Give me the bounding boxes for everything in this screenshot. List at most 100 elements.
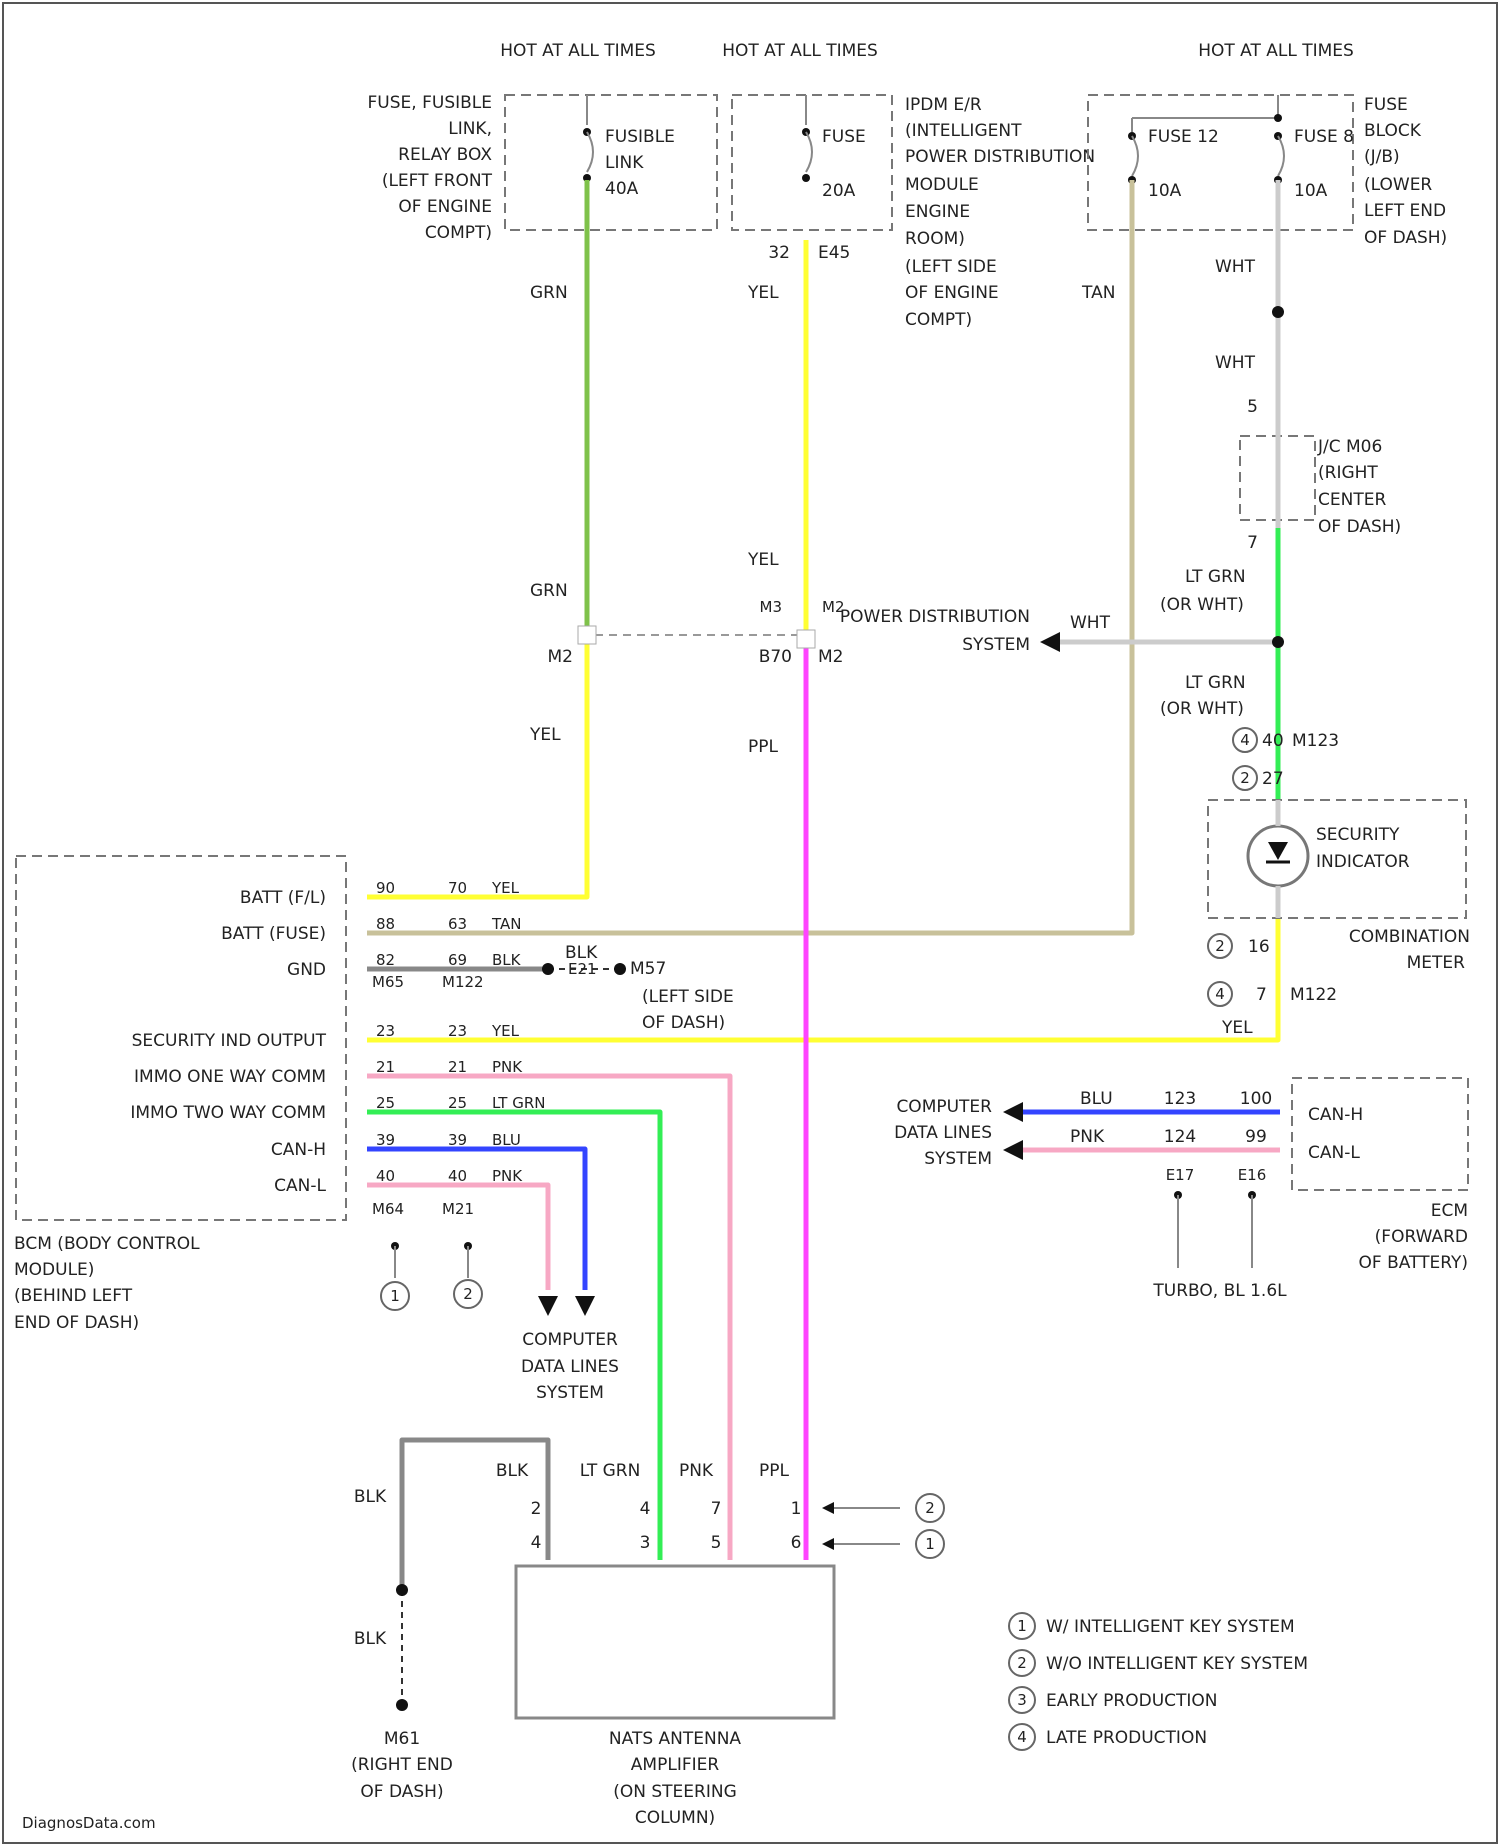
bcm-pin-b: 69	[448, 951, 467, 969]
svg-text:(BEHIND LEFT: (BEHIND LEFT	[14, 1286, 133, 1306]
legend-number: 4	[1017, 1728, 1027, 1746]
svg-text:FUSE 8: FUSE 8	[1294, 127, 1354, 147]
svg-text:(LEFT FRONT: (LEFT FRONT	[382, 171, 493, 191]
svg-text:ECM: ECM	[1431, 1201, 1468, 1221]
svg-text:TURBO, BL 1.6L: TURBO, BL 1.6L	[1152, 1281, 1287, 1301]
bcm-pin-a: 21	[376, 1058, 395, 1076]
svg-text:WHT: WHT	[1070, 613, 1111, 633]
svg-text:1: 1	[791, 1499, 802, 1519]
fuse-block-label: FUSE BLOCK (J/B) (LOWER LEFT END OF DASH…	[1364, 95, 1447, 248]
bcm-pin-a: 88	[376, 915, 395, 933]
svg-text:10A: 10A	[1148, 181, 1182, 201]
bcm-pin-b: 63	[448, 915, 467, 933]
legend-text: W/ INTELLIGENT KEY SYSTEM	[1046, 1617, 1295, 1637]
svg-text:COMBINATION: COMBINATION	[1349, 927, 1470, 947]
svg-text:BLK: BLK	[354, 1629, 387, 1649]
arrow-canh-ecm	[1003, 1102, 1023, 1122]
ecm-box	[1292, 1078, 1468, 1190]
svg-text:6: 6	[791, 1533, 802, 1553]
svg-text:MODULE): MODULE)	[14, 1260, 94, 1280]
svg-text:M2: M2	[818, 647, 843, 667]
svg-text:7: 7	[1256, 985, 1267, 1005]
svg-text:LINK,: LINK,	[448, 119, 492, 139]
svg-text:(LEFT SIDE: (LEFT SIDE	[905, 257, 997, 277]
svg-text:RELAY BOX: RELAY BOX	[398, 145, 492, 165]
svg-text:4: 4	[531, 1533, 542, 1553]
svg-text:LEFT END: LEFT END	[1364, 201, 1446, 221]
svg-text:(INTELLIGENT: (INTELLIGENT	[905, 121, 1022, 141]
svg-text:20A: 20A	[822, 181, 856, 201]
svg-text:1: 1	[925, 1535, 935, 1553]
svg-text:M61: M61	[384, 1729, 420, 1749]
bcm-pin-name: BATT (F/L)	[240, 888, 326, 908]
svg-text:ROOM): ROOM)	[905, 229, 965, 249]
svg-text:3: 3	[640, 1533, 651, 1553]
bcm-pin-b: 70	[448, 879, 467, 897]
svg-text:M21: M21	[442, 1200, 474, 1218]
bcm-pin-b: 25	[448, 1094, 467, 1112]
svg-text:1: 1	[390, 1287, 400, 1305]
bcm-label: BCM (BODY CONTROL MODULE) (BEHIND LEFT E…	[14, 973, 484, 1333]
svg-text:32: 32	[768, 243, 790, 263]
svg-text:(FORWARD: (FORWARD	[1375, 1227, 1468, 1247]
bcm-pin-wire: PNK	[492, 1167, 523, 1185]
svg-text:(OR WHT): (OR WHT)	[1160, 699, 1244, 719]
svg-text:(LEFT SIDE: (LEFT SIDE	[642, 987, 734, 1007]
svg-text:COMPUTER: COMPUTER	[522, 1330, 618, 1350]
svg-text:M64: M64	[372, 1200, 404, 1218]
svg-text:7: 7	[711, 1499, 722, 1519]
svg-text:ENGINE: ENGINE	[905, 202, 970, 222]
ground-m61-dot	[396, 1699, 408, 1711]
bcm-pin-name: CAN-H	[271, 1140, 326, 1160]
svg-text:CAN-L: CAN-L	[1308, 1143, 1360, 1163]
svg-text:E17: E17	[1166, 1166, 1195, 1184]
bcm-pin-wire: YEL	[491, 1022, 520, 1040]
arrow-canh-bcm	[575, 1296, 595, 1316]
legend-text: W/O INTELLIGENT KEY SYSTEM	[1046, 1654, 1308, 1674]
bcm-pin-b: 23	[448, 1022, 467, 1040]
svg-text:FUSIBLE: FUSIBLE	[605, 127, 675, 147]
svg-text:40A: 40A	[605, 179, 639, 199]
bcm-pin-name: SECURITY IND OUTPUT	[132, 1031, 327, 1051]
svg-text:2: 2	[531, 1499, 542, 1519]
svg-text:(RIGHT END: (RIGHT END	[351, 1755, 453, 1775]
svg-text:FUSE: FUSE	[822, 127, 866, 147]
ipdm-label: IPDM E/R (INTELLIGENT POWER DISTRIBUTION…	[905, 95, 1095, 330]
svg-text:TAN: TAN	[1081, 283, 1115, 303]
ecm: 123 124 100 99 CAN-H CAN-L E17 E16 TURBO…	[1152, 1089, 1468, 1301]
svg-text:4: 4	[640, 1499, 651, 1519]
svg-text:7: 7	[1247, 533, 1258, 553]
bcm-pin-b: 21	[448, 1058, 467, 1076]
svg-text:PNK: PNK	[1070, 1127, 1105, 1147]
svg-text:100: 100	[1240, 1089, 1272, 1109]
arrow-canl-ecm	[1003, 1140, 1023, 1160]
svg-text:M65: M65	[372, 973, 404, 991]
svg-text:LT GRN: LT GRN	[580, 1461, 641, 1481]
svg-text:CAN-H: CAN-H	[1308, 1105, 1363, 1125]
svg-text:M122: M122	[442, 973, 484, 991]
svg-text:MODULE: MODULE	[905, 175, 979, 195]
svg-text:COMPT): COMPT)	[905, 310, 972, 330]
svg-text:16: 16	[1248, 937, 1270, 957]
svg-text:BCM (BODY CONTROL: BCM (BODY CONTROL	[14, 1234, 200, 1254]
svg-text:BLOCK: BLOCK	[1364, 121, 1422, 141]
legend-number: 3	[1017, 1691, 1027, 1709]
bcm-pin-a: 90	[376, 879, 395, 897]
svg-text:(J/B): (J/B)	[1364, 147, 1400, 167]
junction-ltgrn	[1272, 636, 1284, 648]
svg-text:YEL: YEL	[1221, 1018, 1253, 1038]
fuse-block-box	[1088, 95, 1353, 230]
svg-text:PPL: PPL	[759, 1461, 790, 1481]
jc-m06: 5 7 J/C M06 (RIGHT CENTER OF DASH)	[1247, 397, 1401, 553]
bcm-pin-wire: PNK	[492, 1058, 523, 1076]
svg-text:SECURITY: SECURITY	[1316, 825, 1400, 845]
svg-text:FUSE: FUSE	[1364, 95, 1408, 115]
svg-text:M2: M2	[548, 647, 573, 667]
svg-text:GRN: GRN	[530, 581, 568, 601]
svg-text:E21: E21	[568, 960, 597, 978]
svg-text:2: 2	[463, 1285, 473, 1303]
svg-text:LINK: LINK	[605, 153, 644, 173]
legend-number: 1	[1017, 1617, 1027, 1635]
svg-text:(LOWER: (LOWER	[1364, 175, 1432, 195]
